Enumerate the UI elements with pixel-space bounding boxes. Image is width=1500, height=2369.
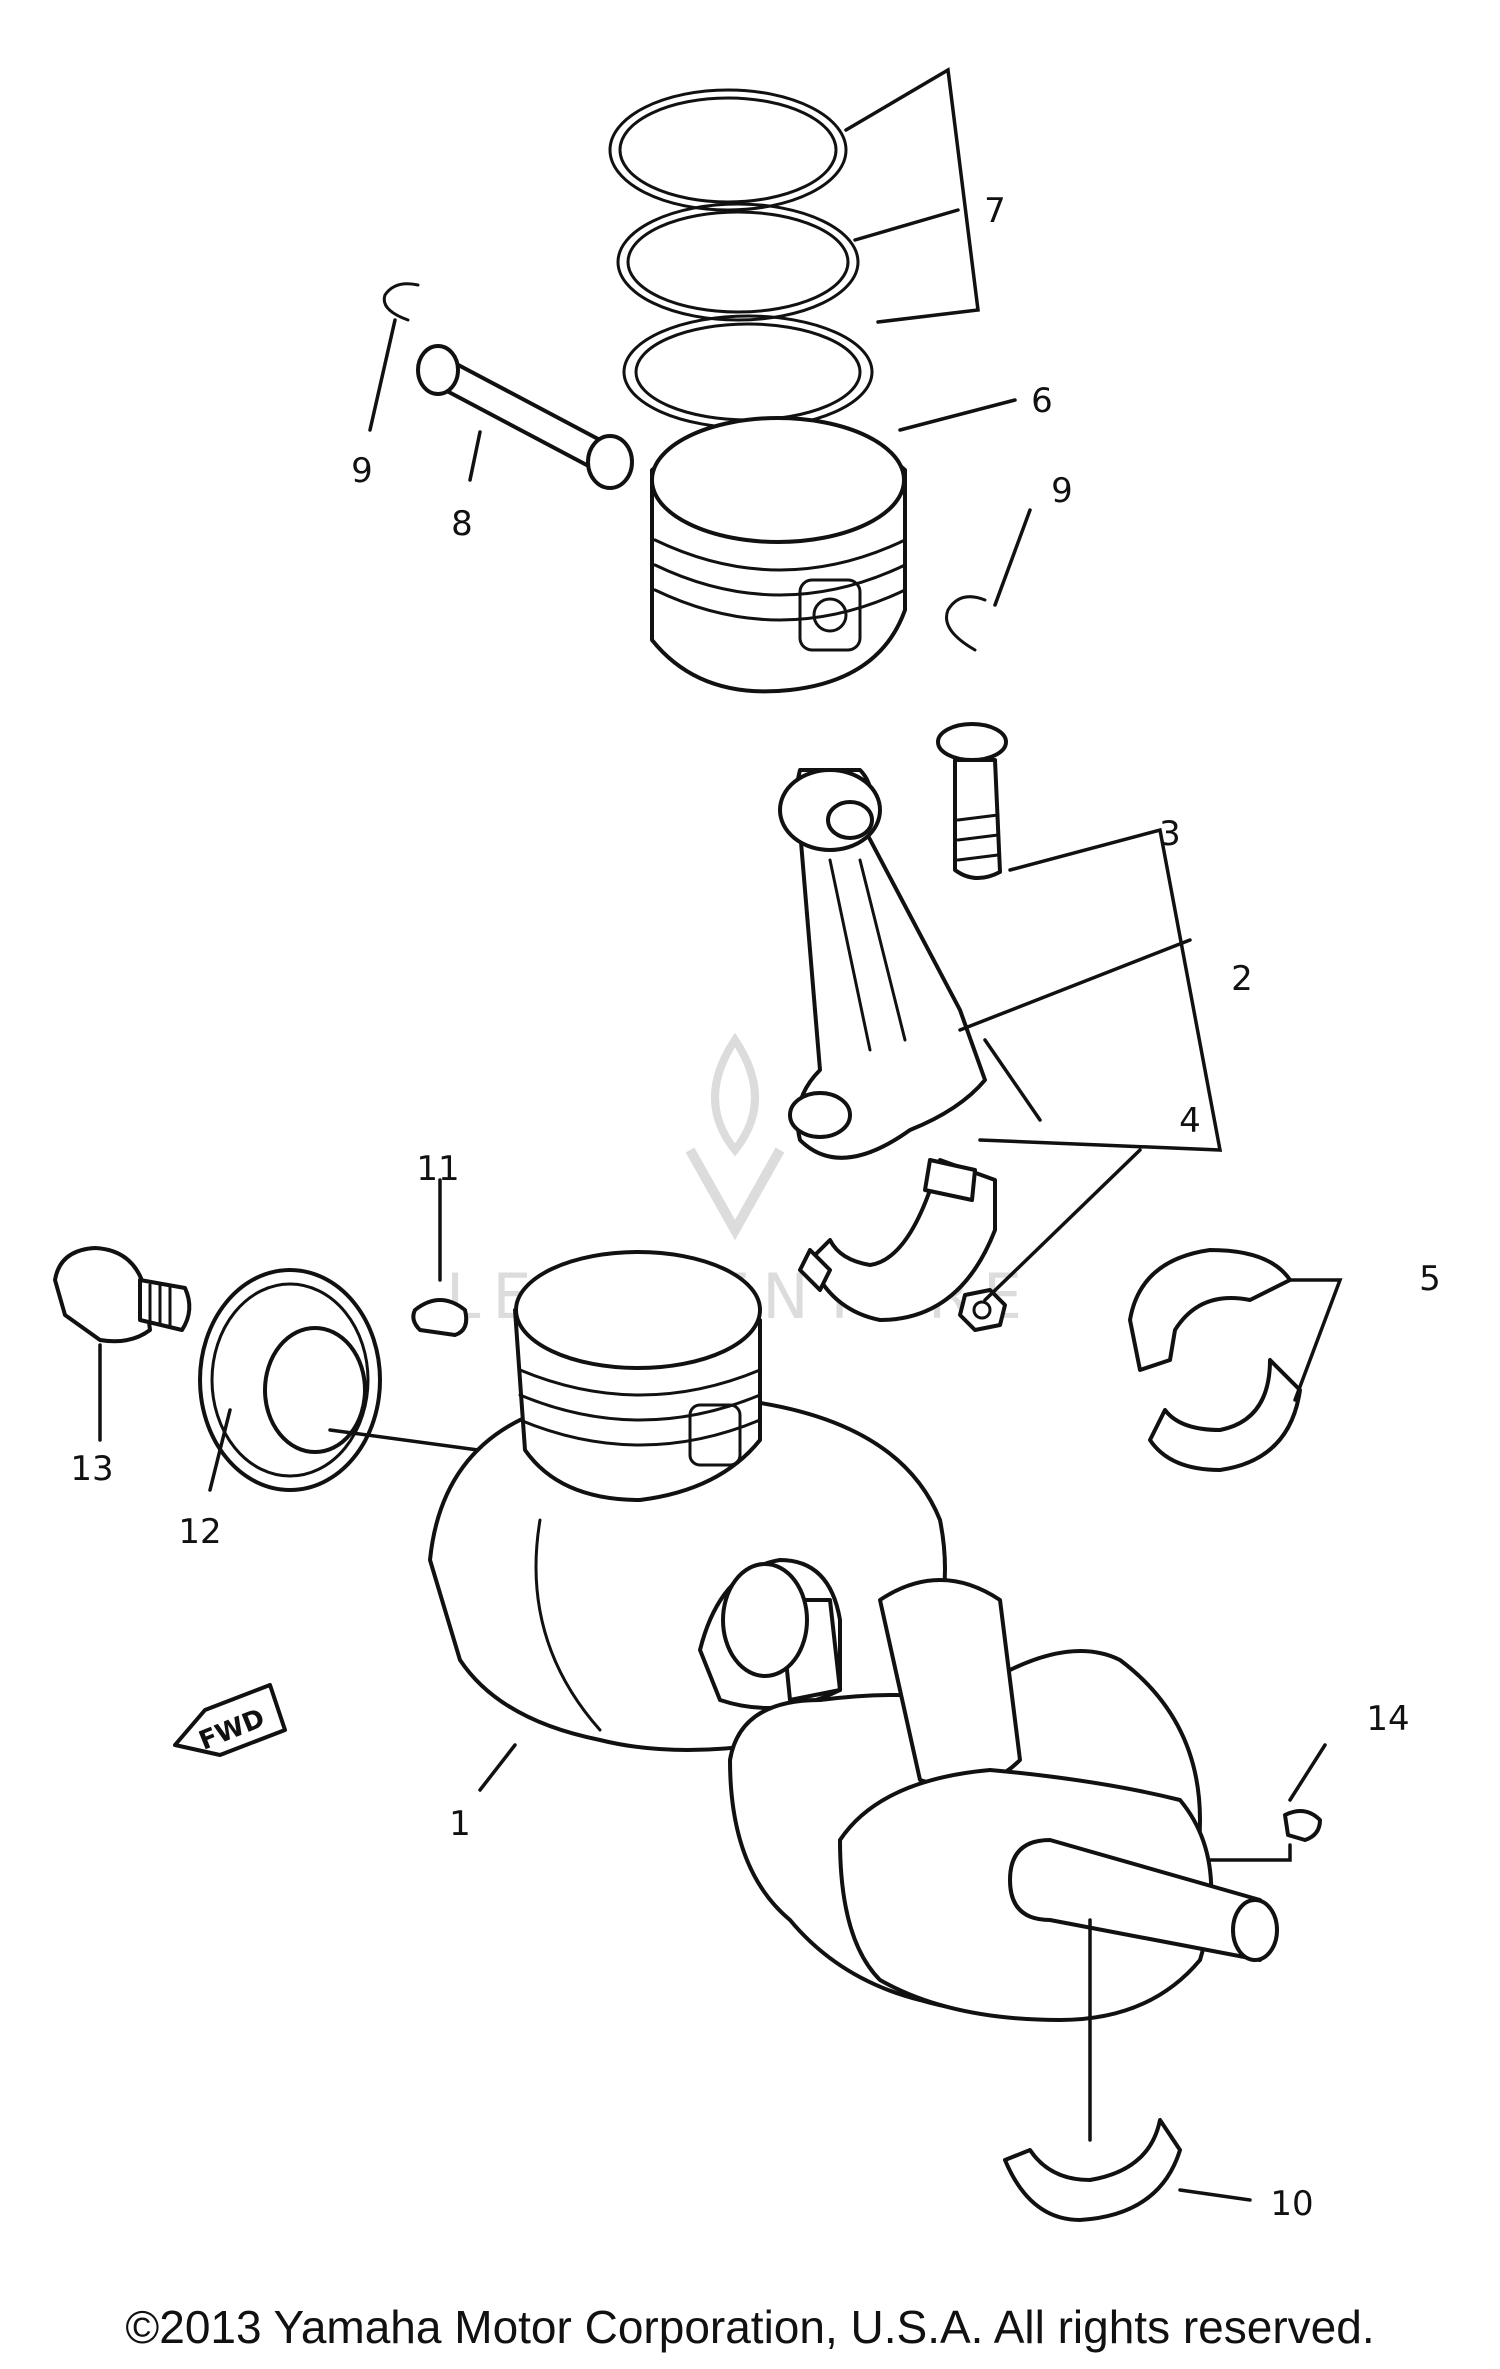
callout-9-left: 9 [351, 451, 373, 491]
crankshaft [428, 1391, 1279, 2022]
circlip-right [945, 595, 987, 652]
big-end-bearing-upper [1128, 1248, 1292, 1372]
piston-upper [650, 416, 907, 694]
copyright-notice: ©2013 Yamaha Motor Corporation, U.S.A. A… [125, 2301, 1375, 2353]
piston-pin [416, 344, 634, 490]
callout-4: 4 [1179, 1101, 1201, 1141]
callout-3: 3 [1159, 814, 1181, 854]
piston-rings [608, 88, 874, 430]
callout-11: 11 [416, 1149, 459, 1189]
rod-cap [798, 1158, 997, 1322]
piston-lower [513, 1250, 762, 1502]
rod-nut [958, 1288, 1007, 1332]
callout-14: 14 [1366, 1699, 1409, 1739]
callout-9-right: 9 [1051, 471, 1073, 511]
rod-bolt [936, 722, 1008, 880]
leader-lines [98, 67, 1343, 2202]
big-end-bearing-lower [1148, 1358, 1302, 1472]
callout-8: 8 [451, 504, 473, 544]
callout-2: 2 [1231, 959, 1253, 999]
callout-10: 10 [1270, 2184, 1313, 2224]
crank-key [1283, 1809, 1322, 1842]
fwd-arrow: FWD [173, 1683, 287, 1757]
crank-gear [198, 1268, 382, 1492]
callout-5: 5 [1419, 1259, 1441, 1299]
callout-labels: 7 6 9 8 9 3 2 4 5 11 13 12 1 14 10 [70, 191, 1440, 2224]
callout-7: 7 [984, 191, 1006, 231]
main-bearing [1003, 2118, 1182, 2222]
circlip-left [382, 282, 420, 322]
gear-bolt [53, 1246, 192, 1344]
callout-1: 1 [449, 1804, 471, 1844]
callout-12: 12 [178, 1512, 221, 1552]
callout-6: 6 [1031, 381, 1053, 421]
callout-13: 13 [70, 1449, 113, 1489]
woodruff-key [411, 1298, 469, 1337]
connecting-rod [778, 768, 987, 1160]
